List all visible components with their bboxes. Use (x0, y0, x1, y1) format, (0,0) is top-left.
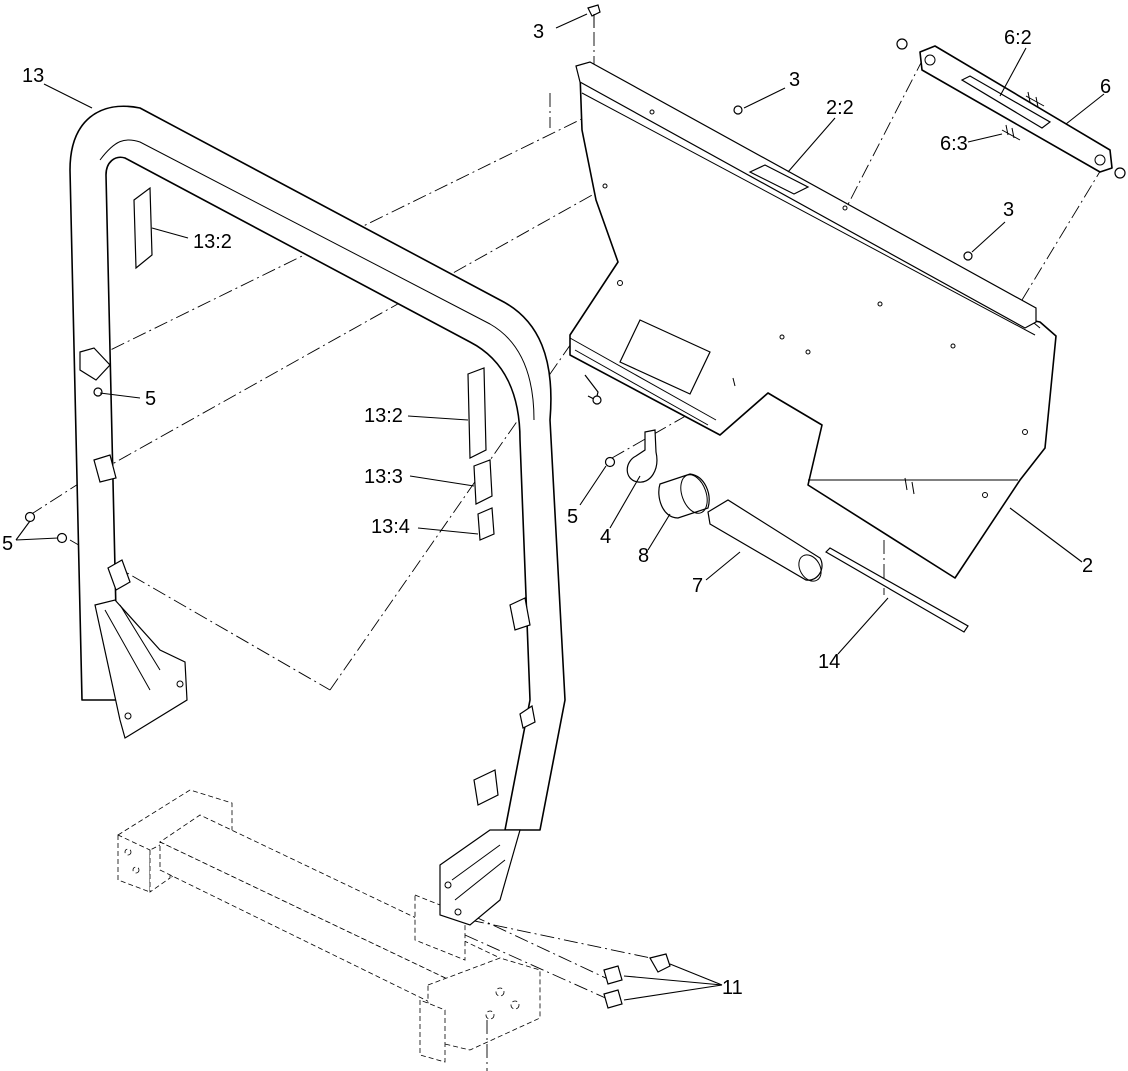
leader-lines (15, 13, 1105, 1001)
bracket-part-6 (896, 38, 1126, 179)
callout-6-2: 6:2 (1004, 27, 1032, 49)
ghost-frame-axle (117, 789, 541, 1063)
callout-13-4: 13:4 (371, 516, 410, 538)
callout-5: 5 (145, 388, 156, 410)
callout-4: 4 (600, 526, 611, 548)
callout-labels: 3 6:2 6 13 3 2:2 6:3 3 13:2 5 13:2 13:3 … (2, 21, 1111, 999)
callout-3: 3 (1003, 199, 1014, 221)
roll-bar-part-13 (69, 105, 566, 926)
callout-6: 6 (1100, 76, 1111, 98)
callout-3: 3 (533, 21, 544, 43)
callout-8: 8 (638, 545, 649, 567)
callout-3: 3 (789, 69, 800, 91)
callout-7: 7 (692, 575, 703, 597)
callout-5: 5 (2, 533, 13, 555)
callout-5: 5 (567, 506, 578, 528)
callout-13: 13 (22, 65, 44, 87)
callout-13-2: 13:2 (193, 231, 232, 253)
callout-6-3: 6:3 (940, 133, 968, 155)
callout-14: 14 (818, 651, 840, 673)
hardware (24, 4, 973, 1009)
panel-part-2 (569, 61, 1057, 579)
callout-2-2: 2:2 (826, 97, 854, 119)
callout-13-2: 13:2 (364, 405, 403, 427)
callout-2: 2 (1082, 555, 1093, 577)
callout-11: 11 (722, 977, 743, 999)
callout-13-3: 13:3 (364, 466, 403, 488)
